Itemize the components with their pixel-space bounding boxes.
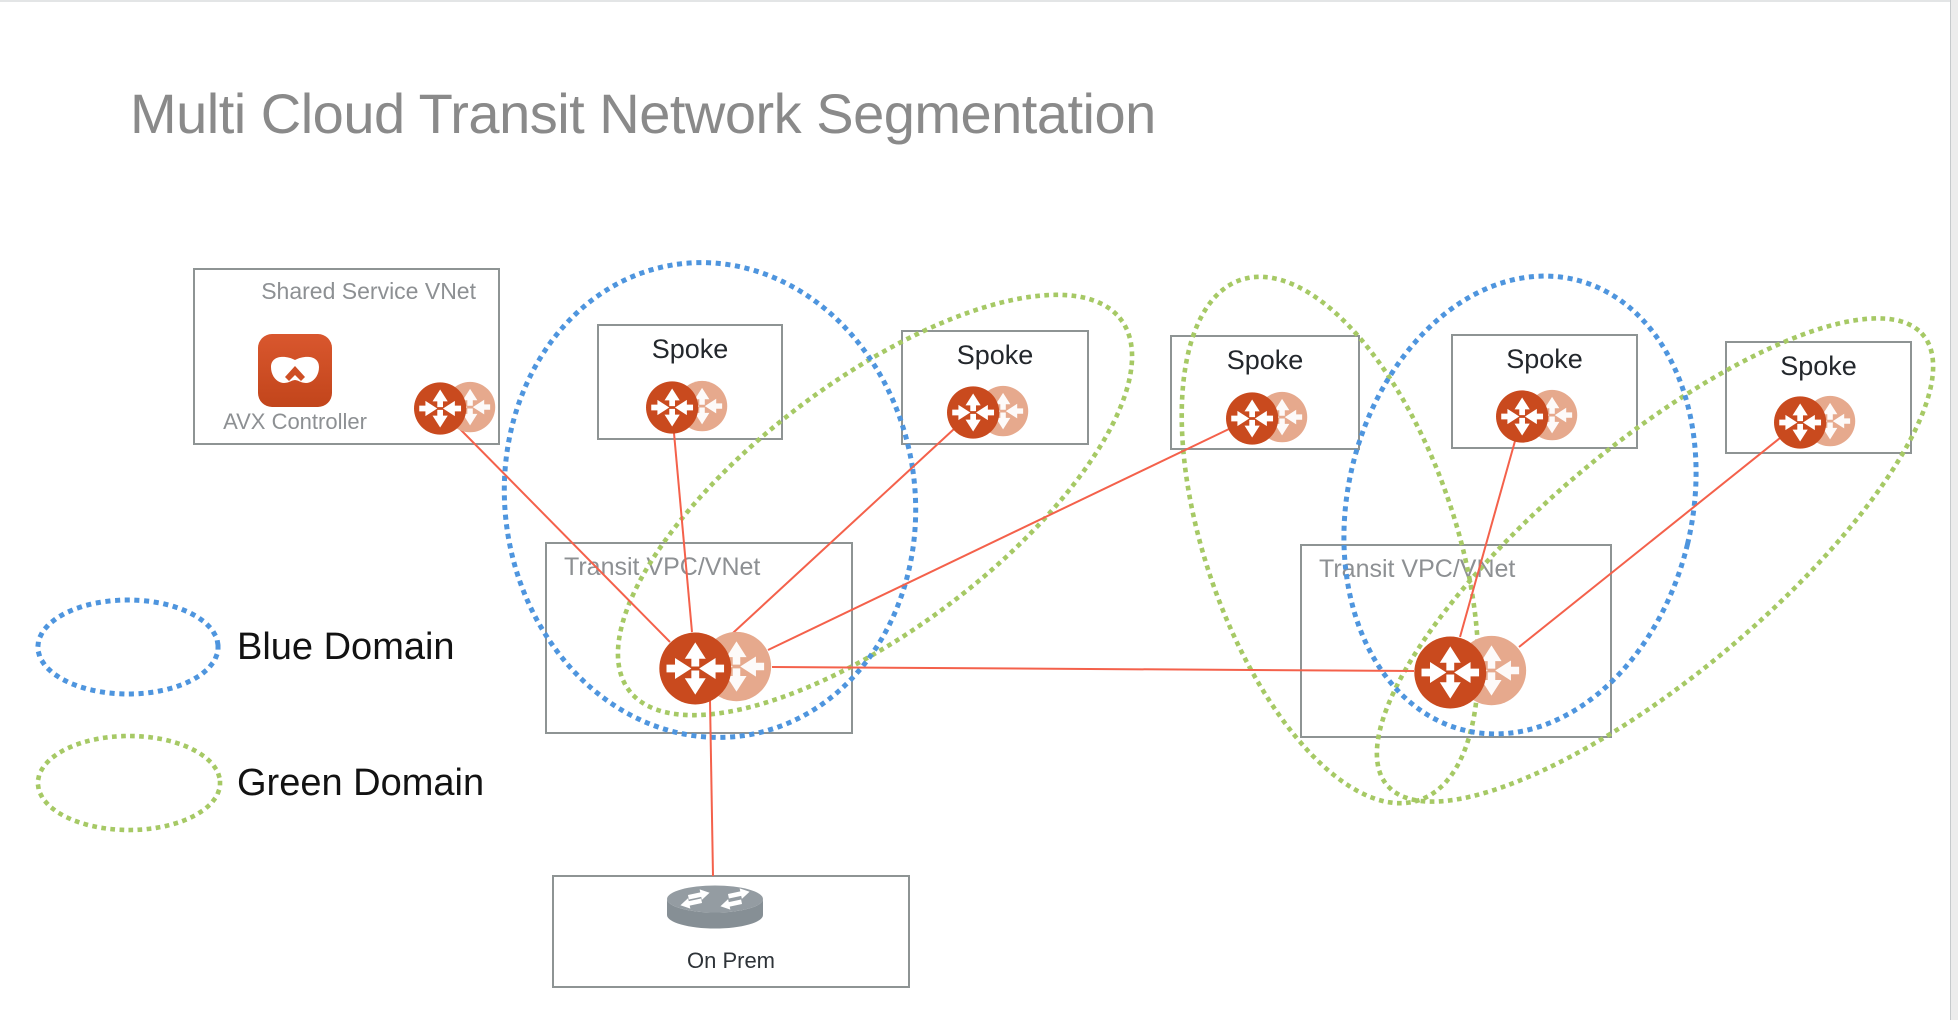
gateway-icon-spoke-1 — [645, 379, 733, 436]
link-spoke3-to-transit-left — [767, 428, 1230, 651]
avx-controller-icon — [258, 334, 332, 407]
link-spoke1-to-transit-left — [673, 432, 693, 633]
spoke-box-2: Spoke — [901, 330, 1089, 445]
gateway-icon-spoke-4 — [1495, 388, 1583, 445]
spoke-box-3: Spoke — [1170, 335, 1360, 450]
legend-green-domain-ellipse — [35, 733, 223, 833]
green-domain-ellipse-left — [615, 292, 1135, 718]
green-domain-ellipse-right — [1374, 316, 1936, 804]
canvas-top-edge — [0, 0, 1958, 2]
green-domain-ellipse-middle — [1179, 274, 1481, 806]
link-transit-left-to-onprem — [709, 699, 714, 877]
blue-domain-ellipse-right — [1341, 273, 1699, 737]
gateway-icon-spoke-2 — [946, 384, 1034, 441]
gateway-icon-shared-service — [413, 380, 501, 437]
link-spoke2-to-transit-left — [720, 428, 955, 645]
link-spoke4-to-transit-right — [1459, 440, 1516, 638]
on-prem-label: On Prem — [686, 948, 776, 973]
link-transit-left-to-transit-right — [771, 666, 1415, 672]
link-shared-to-transit-left — [457, 426, 671, 643]
spoke-label: Spoke — [651, 334, 729, 364]
gateway-icon-spoke-3 — [1225, 390, 1313, 447]
on-prem-box — [552, 875, 910, 988]
blue-domain-ellipse-left — [501, 260, 919, 740]
legend-green-domain-label: Green Domain — [237, 762, 485, 804]
gateway-icon-transit-right — [1413, 633, 1534, 712]
legend-blue-domain-ellipse — [35, 597, 221, 697]
page-title: Multi Cloud Transit Network Segmentation — [130, 82, 1156, 145]
legend-blue-domain-label: Blue Domain — [237, 626, 455, 668]
link-spoke5-to-transit-right — [1518, 437, 1781, 648]
shared-service-vnet-label: Shared Service VNet — [261, 278, 476, 304]
spoke-label: Spoke — [1780, 351, 1857, 381]
shared-service-vnet-box: Shared Service VNet — [193, 268, 500, 445]
gateway-icon-transit-left — [658, 629, 779, 708]
spoke-box-1: Spoke — [597, 324, 783, 440]
canvas-right-edge — [1950, 0, 1958, 1020]
spoke-label: Spoke — [956, 340, 1034, 370]
on-prem-router-icon — [667, 885, 763, 929]
spoke-box-5: Spoke — [1725, 341, 1912, 454]
spoke-label: Spoke — [1506, 344, 1583, 374]
spoke-box-4: Spoke — [1451, 334, 1638, 449]
avx-controller-label: AVX Controller — [223, 409, 367, 434]
gateway-icon-spoke-5 — [1773, 394, 1861, 451]
spoke-label: Spoke — [1226, 345, 1304, 375]
